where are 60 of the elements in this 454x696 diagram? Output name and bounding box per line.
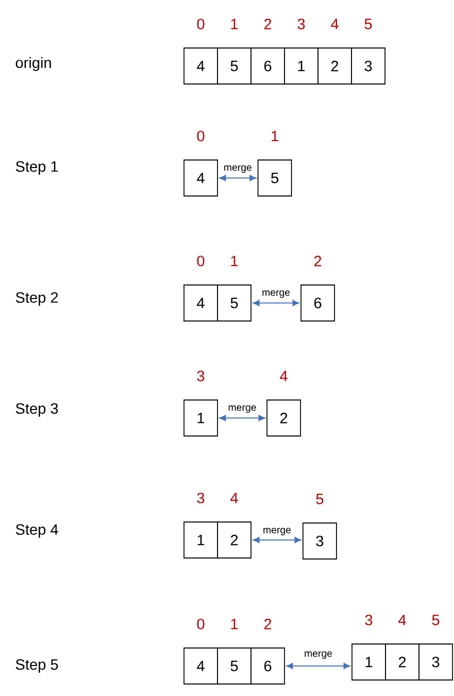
edge-label: merge <box>304 651 332 659</box>
index-number: 1 <box>231 618 238 630</box>
arrow <box>252 300 300 306</box>
row-label: Step 1 <box>16 161 58 175</box>
index-number: 4 <box>280 370 288 382</box>
row-label: Step 4 <box>16 524 58 538</box>
index-number: 2 <box>264 18 272 30</box>
index-number: 3 <box>365 614 372 626</box>
array-cell: 2 <box>385 644 420 680</box>
index-number: 0 <box>197 618 204 630</box>
row-label: Step 3 <box>16 403 58 417</box>
row-label: Step 2 <box>16 292 58 306</box>
index-number: 1 <box>231 256 238 266</box>
index-number: 1 <box>231 18 238 30</box>
array-cell: 1 <box>184 400 218 436</box>
array-cell: 2 <box>266 400 301 436</box>
array-cell: 6 <box>250 648 285 684</box>
arrow <box>219 414 266 422</box>
array-cell: 4 <box>184 48 218 84</box>
array-cell: 5 <box>217 648 252 684</box>
array-cell: 3 <box>351 48 386 84</box>
arrow <box>286 662 350 670</box>
index-number: 4 <box>330 18 338 30</box>
edge-label: merge <box>262 290 290 298</box>
index-number: 3 <box>197 370 204 382</box>
index-number: 0 <box>197 18 204 30</box>
index-number: 0 <box>197 256 204 266</box>
index-number: 2 <box>314 256 322 266</box>
array-cell: 3 <box>418 644 453 680</box>
array-cell: 1 <box>184 522 218 558</box>
array-cell: 1 <box>284 48 318 84</box>
array-cell: 3 <box>302 522 337 560</box>
array-cell: 4 <box>184 160 218 196</box>
array-cell: 6 <box>300 284 335 322</box>
arrow <box>219 174 256 182</box>
array-cell: 2 <box>318 48 352 84</box>
array-cell: 5 <box>217 284 252 322</box>
array-cell: 1 <box>352 644 386 680</box>
index-number: 4 <box>398 614 406 626</box>
row-label: Step 5 <box>16 659 58 673</box>
index-number: 2 <box>264 618 272 630</box>
index-number: 1 <box>272 130 278 142</box>
edge-label: merge <box>224 165 252 173</box>
array-cell: 4 <box>184 648 218 684</box>
index-number: 5 <box>432 614 440 626</box>
edge-label: merge <box>228 405 256 413</box>
index-number: 5 <box>316 494 324 504</box>
array-cell: 5 <box>258 160 292 196</box>
array-cell: 6 <box>250 48 285 84</box>
index-number: 3 <box>298 18 305 30</box>
index-number: 5 <box>364 18 372 30</box>
edge-label: merge <box>263 528 291 536</box>
array-cell: 4 <box>184 284 218 322</box>
arrow <box>252 536 302 544</box>
row-label: origin <box>16 57 51 71</box>
index-number: 4 <box>230 492 238 504</box>
array-cell: 5 <box>217 48 252 84</box>
index-number: 3 <box>197 492 204 504</box>
index-number: 0 <box>197 130 204 142</box>
array-cell: 2 <box>217 522 252 558</box>
